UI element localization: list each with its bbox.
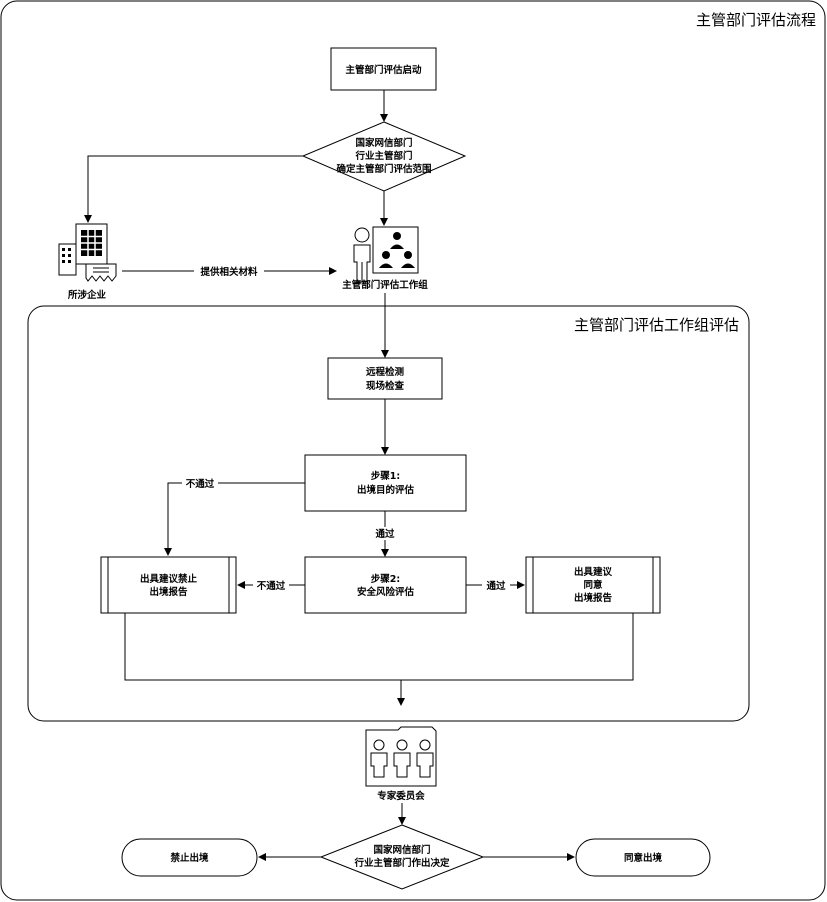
scope-decision-line-3: 确定主管部门评估范围	[336, 163, 431, 175]
step2-box[interactable]	[304, 556, 467, 614]
expert-committee-icon[interactable]	[365, 726, 437, 787]
edge-label-step1-pass: 通过	[375, 528, 395, 540]
work-group-label: 主管部门评估工作组	[342, 279, 428, 291]
inspection-box[interactable]	[327, 357, 443, 400]
inspection-line-2: 现场检查	[366, 380, 405, 392]
scope-decision-line-2: 行业主管部门	[354, 150, 412, 162]
forbid-exit-label: 禁止出境	[169, 852, 209, 864]
step1-line-1: 步骤1:	[371, 470, 400, 482]
edge-scope-to-enterprise	[84, 155, 303, 223]
step2-line-1: 步骤2:	[371, 573, 400, 585]
step1-box[interactable]	[304, 454, 467, 512]
outer-frame-title: 主管部门评估流程	[696, 11, 816, 29]
start-box-label: 主管部门评估启动	[345, 64, 422, 76]
inspection-line-1: 远程检测	[366, 366, 405, 378]
edge-step1-to-forbid	[164, 482, 305, 556]
inner-frame-title: 主管部门评估工作组评估	[574, 316, 739, 334]
agree-report-box[interactable]	[525, 556, 661, 614]
final-decision-line-2: 行业主管部门作出决定	[353, 857, 450, 869]
presenter-team-icon[interactable]	[353, 226, 419, 283]
step1-line-2: 出境目的评估	[357, 484, 415, 496]
edge-label-step1-fail: 不通过	[186, 478, 215, 490]
forbid-report-line-2: 出境报告	[149, 586, 188, 598]
edge-label-step2-fail: 不通过	[257, 580, 286, 592]
agree-exit-label: 同意出境	[624, 852, 663, 864]
final-decision-diamond[interactable]	[319, 824, 485, 890]
agree-report-line-3: 出境报告	[574, 592, 613, 604]
step2-line-2: 安全风险评估	[357, 586, 415, 598]
expert-committee-label: 专家委员会	[377, 790, 425, 802]
scope-decision-line-1: 国家网信部门	[355, 137, 412, 149]
enterprise-label: 所涉企业	[68, 289, 107, 301]
forbid-exit-terminator[interactable]	[121, 838, 258, 877]
edge-label-step2-pass: 通过	[486, 580, 506, 592]
edge-label-provide-materials: 提供相关材料	[200, 266, 258, 278]
inner-frame	[27, 305, 750, 722]
agree-report-line-1: 出具建议	[574, 566, 613, 578]
office-building-icon[interactable]	[58, 223, 117, 282]
agree-report-line-2: 同意	[583, 579, 603, 591]
forbid-report-box[interactable]	[100, 556, 237, 614]
agree-exit-terminator[interactable]	[575, 838, 711, 877]
start-box[interactable]	[330, 47, 437, 91]
forbid-report-line-1: 出具建议禁止	[140, 573, 198, 585]
final-decision-line-1: 国家网信部门	[373, 844, 430, 856]
edge-reports-merge	[124, 613, 634, 681]
